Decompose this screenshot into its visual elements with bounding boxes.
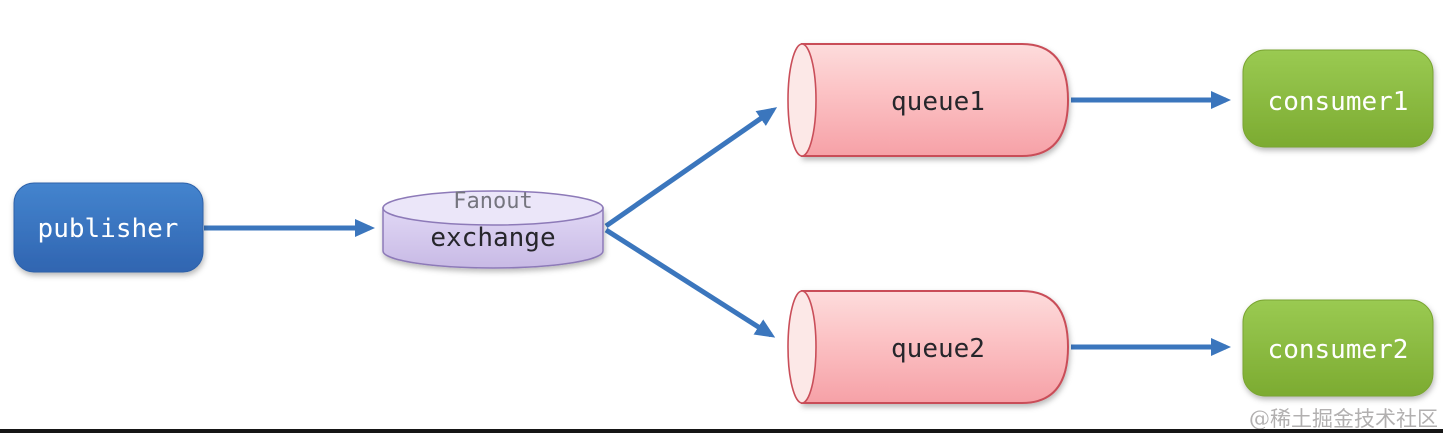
edge-exchange-queue2 (604, 227, 776, 338)
publisher-label: publisher (38, 214, 179, 244)
queue2-label: queue2 (891, 334, 985, 364)
queue2-node: queue2 (787, 290, 1070, 404)
consumer1-label: consumer1 (1268, 87, 1409, 117)
edge-exchange-queue1 (604, 107, 778, 229)
exchange-type-label: Fanout (453, 189, 532, 214)
bottom-border (0, 429, 1443, 433)
consumer2-node: consumer2 (1242, 299, 1434, 397)
queue1-node: queue1 (787, 43, 1070, 157)
publisher-node: publisher (13, 182, 204, 273)
exchange-node: Fanout exchange (382, 189, 604, 269)
watermark: @稀土掘金技术社区 (1249, 407, 1438, 431)
exchange-label: exchange (430, 223, 555, 253)
consumer2-label: consumer2 (1268, 335, 1409, 365)
consumer1-node: consumer1 (1242, 49, 1434, 148)
queue1-label: queue1 (891, 87, 985, 117)
